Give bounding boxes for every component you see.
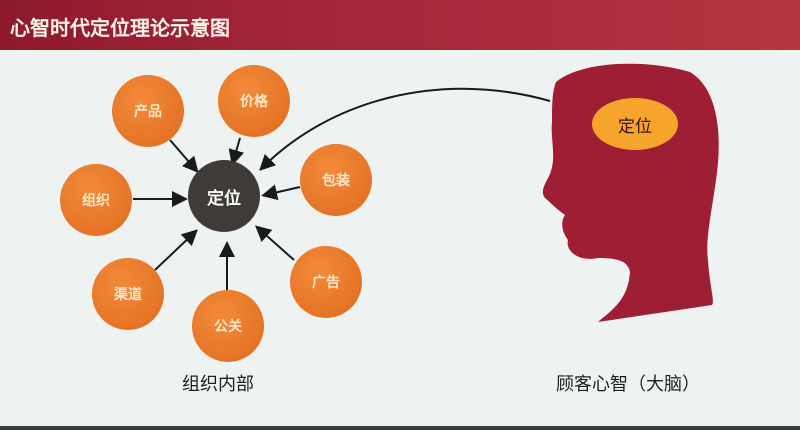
factor-node-advertising: 广告 (290, 246, 362, 318)
factor-node-organization: 组织 (60, 164, 132, 236)
factor-node-channel: 渠道 (92, 258, 164, 330)
factor-label: 产品 (134, 104, 162, 120)
center-label: 定位 (207, 188, 241, 209)
factor-node-price: 价格 (218, 65, 290, 137)
factor-node-pr: 公关 (192, 290, 264, 362)
factor-node-product: 产品 (112, 75, 184, 147)
positioning-center-node: 定位 (188, 160, 260, 232)
organization-internal-caption: 组织内部 (182, 374, 254, 395)
bottom-border (0, 426, 800, 430)
oval-label: 定位 (618, 116, 652, 137)
factor-label: 价格 (240, 94, 268, 110)
page-title: 心智时代定位理论示意图 (10, 16, 230, 40)
factor-label: 渠道 (114, 287, 142, 303)
customer-mind-caption: 顾客心智（大脑） (556, 374, 700, 395)
mind-positioning-oval: 定位 (592, 98, 678, 150)
factor-label: 广告 (312, 275, 340, 291)
factor-label: 包装 (322, 173, 350, 189)
factor-label: 组织 (82, 193, 110, 209)
factor-node-packaging: 包装 (300, 144, 372, 216)
factor-label: 公关 (214, 319, 242, 335)
title-banner: 心智时代定位理论示意图 (0, 0, 800, 50)
